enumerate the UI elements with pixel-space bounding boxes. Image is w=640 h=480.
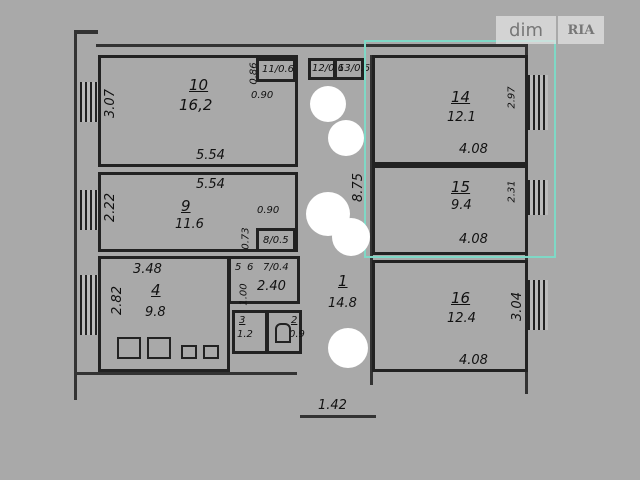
- room-2: 2 0.9: [266, 310, 305, 354]
- room-area: 12.4: [447, 311, 476, 326]
- redaction-dot: [310, 86, 346, 122]
- room-number: 1: [338, 272, 348, 290]
- room-8: 8/0.5: [256, 228, 296, 252]
- window: [80, 82, 98, 122]
- dim-height: 3.07: [102, 89, 118, 118]
- room-number: 3: [239, 315, 246, 326]
- room-11: 11/0.6: [256, 58, 296, 82]
- window: [528, 75, 548, 130]
- room-6-label: 6: [247, 262, 254, 273]
- dim-height: 3.04: [509, 292, 525, 321]
- dim-width: 3.48: [133, 262, 162, 277]
- room-9: 5.54 9 11.6 0.90 0.73: [98, 172, 298, 252]
- sink-icon: [181, 345, 197, 359]
- dim-width: 2.40: [257, 279, 286, 294]
- room-number: 10: [189, 76, 209, 94]
- redaction-dot: [328, 328, 368, 368]
- toilet-icon: [275, 323, 291, 343]
- window: [528, 180, 548, 215]
- dim-logo: dim: [496, 16, 556, 44]
- room-4: 3.48 4 9.8 2.82: [98, 256, 230, 372]
- room-number: 14: [451, 88, 471, 106]
- room-area: 0.9: [289, 329, 305, 340]
- selection-highlight: [364, 40, 556, 258]
- dim-height: 2.82: [109, 286, 125, 315]
- wall: [74, 30, 98, 34]
- room-number: 15: [451, 178, 471, 196]
- ria-logo: RIA: [558, 16, 604, 44]
- room-13: 13/0.6: [334, 58, 370, 80]
- room-number: 9: [181, 197, 191, 215]
- wall: [370, 55, 373, 385]
- room-label: 8/0.5: [263, 235, 289, 246]
- redaction-dot: [332, 218, 370, 256]
- dim-width: 5.54: [196, 148, 225, 163]
- dim-width: 4.08: [459, 353, 488, 368]
- dim-door: 0.73: [240, 227, 252, 250]
- room-area: 1.2: [237, 329, 253, 340]
- wall: [74, 30, 77, 400]
- room-3: 3 1.2: [232, 310, 268, 354]
- dim-width: 4.08: [459, 232, 488, 247]
- room-number: 2: [291, 315, 298, 326]
- dim-height: 1.00: [238, 283, 250, 306]
- room-label: 11/0.6: [262, 64, 294, 75]
- room-label: 12/0.6: [312, 63, 344, 74]
- room-1-corridor: 1 14.8 8.75 1.42: [300, 80, 370, 418]
- wall: [96, 44, 526, 47]
- ria-logo-text: RIA: [567, 22, 595, 38]
- stove-icon: [117, 337, 141, 359]
- room-12: 12/0.6: [308, 58, 344, 80]
- dim-logo-text: dim: [509, 19, 543, 41]
- room-7-label: 7/0.4: [263, 262, 289, 273]
- wall: [300, 415, 376, 418]
- room-10: 10 16,2 5.54 0.90 0.86: [98, 55, 298, 167]
- room-area: 16,2: [179, 96, 213, 114]
- wall: [77, 372, 297, 375]
- dim-width: 5.54: [196, 177, 225, 192]
- dim-width: 4.08: [459, 142, 488, 157]
- dim-door: 0.90: [257, 205, 280, 216]
- room-area: 11.6: [175, 217, 204, 232]
- room-area: 14.8: [328, 296, 357, 311]
- room-area: 9.8: [145, 305, 166, 320]
- window: [80, 190, 98, 230]
- room-15: 15 9.4 4.08 2.31: [372, 165, 528, 255]
- room-14: 14 12.1 4.08 2.97: [372, 55, 528, 165]
- room-area: 9.4: [451, 198, 472, 213]
- dim-height: 2.22: [102, 193, 118, 222]
- sink-icon: [203, 345, 219, 359]
- dim-door: 0.90: [251, 90, 274, 101]
- room-5-label: 5: [235, 262, 242, 273]
- room-16: 16 12.4 4.08 3.04: [372, 260, 528, 372]
- window: [80, 275, 98, 335]
- room-number: 4: [151, 281, 161, 299]
- dim-width: 1.42: [318, 398, 347, 413]
- room-5-6-7: 5 6 7/0.4 2.40 1.00: [228, 256, 300, 306]
- room-number: 16: [451, 289, 471, 307]
- room-area: 12.1: [447, 110, 476, 125]
- stove-icon: [147, 337, 171, 359]
- redaction-dot: [328, 120, 364, 156]
- window: [528, 280, 548, 330]
- room-label: 13/0.6: [338, 63, 370, 74]
